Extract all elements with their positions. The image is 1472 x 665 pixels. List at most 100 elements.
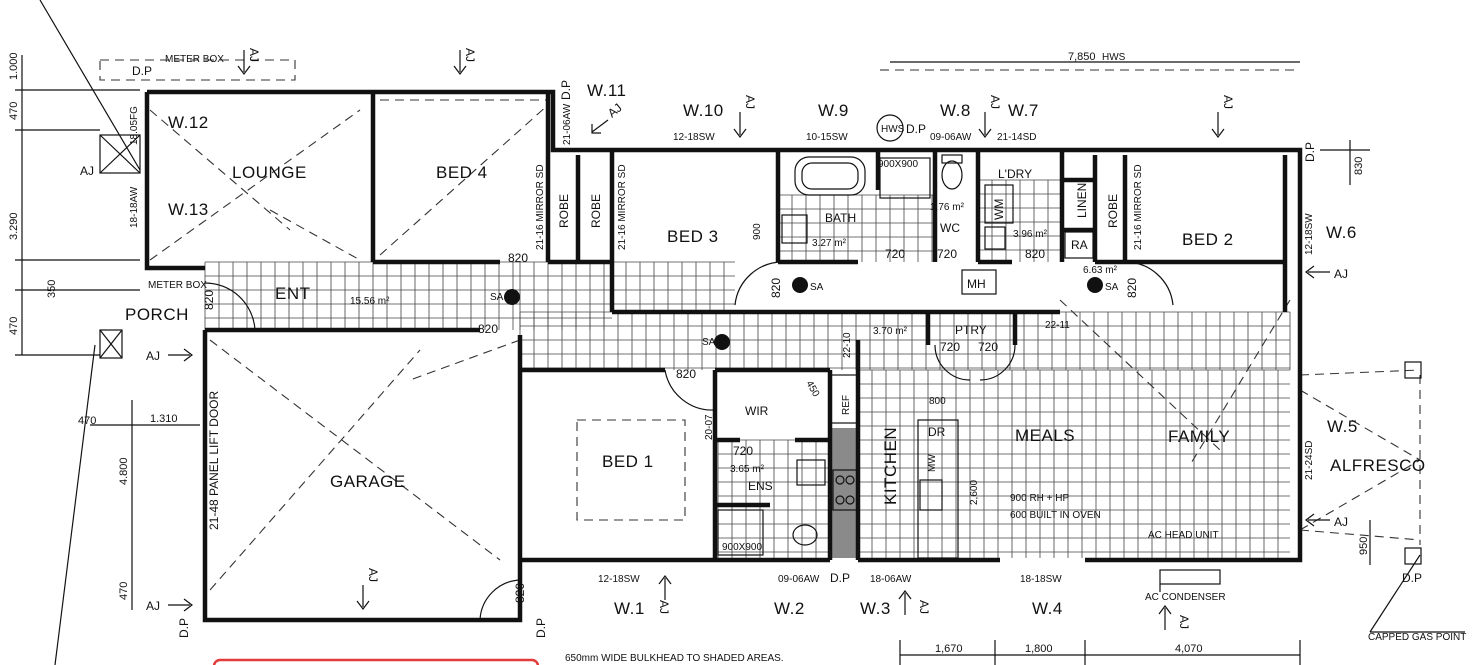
room-label-lounge: LOUNGE [232,163,307,182]
window-code-w7: 21-14SD [997,132,1036,143]
laundry-tub-icon [984,226,1006,250]
dim-porch-470: 470 [78,415,96,427]
label-robe-bed2: ROBE [1106,194,1120,228]
note-aj: AJ [1334,267,1348,281]
window-code-w12: 18.05FG [129,106,140,145]
note-sa: SA [810,282,824,293]
label-fridge: REF [841,395,852,415]
label-robe-bed3: ROBE [589,194,603,228]
annotations: METER BOX METER BOX D.P D.P D.P D.P D.P … [80,48,1466,664]
note-aj: AJ [605,101,625,121]
dim-left-3290: 3.290 [8,212,20,240]
washing-machine-icon [984,184,1014,224]
note-hws: HWS [881,124,905,135]
window-label-w13: W.13 [168,200,209,219]
dim-bottom-1670: 1,670 [935,643,963,655]
window-code-w3: 18-06AW [870,574,912,585]
window-code-w10: 12-18SW [673,132,715,143]
note-aj: AJ [146,349,160,363]
door-width: 720 [940,340,960,354]
window-label-w8: W.8 [940,101,971,120]
window-label-w7: W.7 [1008,101,1039,120]
label-dishwasher: DR [928,425,946,439]
window-code-robe3: 21-16 MIRROR SD [1133,164,1144,250]
note-aj: AJ [366,568,380,582]
window-code-robe2: 21-16 MIRROR SD [617,164,628,250]
room-label-laundry: L'DRY [998,167,1032,181]
sink-icon [919,479,943,511]
label-robe-bed4: ROBE [557,194,571,228]
smoke-alarm-icon [792,277,808,293]
note-sa: SA [1105,282,1119,293]
window-label-w4: W.4 [1032,599,1063,618]
note-ac-condenser: AC CONDENSER [1145,592,1226,603]
ens-vanity-icon [796,459,826,486]
room-label-wc: WC [940,221,960,235]
label-manhole: MH [967,277,986,291]
room-label-pantry: PTRY [955,323,987,337]
aj-arrows [168,50,1330,630]
window-codes: 18.05FG 18-18AW 21-06AW 12-18SW 10-15SW … [129,103,1315,585]
area-laundry: 3.96 m² [1013,229,1048,240]
note-dp: D.P [534,618,548,638]
area-hall: 3.70 m² [873,326,908,337]
tile-kitchen-meals-family [857,369,1290,558]
door-width: 820 [1125,278,1139,298]
note-aj: AJ [1334,515,1348,529]
room-label-wir: WIR [745,404,769,418]
wir-code: 20-07 [704,414,715,440]
window-label-w1: W.1 [614,599,645,618]
dim-left-1000: 1.000 [8,52,20,80]
dim-top-hws: HWS [1102,52,1126,63]
vanity-width: 900 [752,223,763,240]
window-label-w11: W.11 [587,81,626,100]
window-code-robe1: 21-16 MIRROR SD [535,164,546,250]
dim-bottom-4070: 4,070 [1175,643,1203,655]
window-code-w1: 12-18SW [598,574,640,585]
window-label-w5: W.5 [1327,417,1358,436]
window-labels: W.1 W.2 W.3 W.4 W.5 W.6 W.7 W.8 W.9 W.10… [168,81,1358,618]
note-dp: D.P [177,618,191,638]
vanity-icon [781,214,808,244]
dim-right-950: 950 [1358,537,1370,555]
note-dp: D.P [559,80,573,100]
dim-top-7850: 7,850 [1068,51,1096,63]
ac-condenser-icon [1159,569,1221,585]
area-ent: 15.56 m² [350,296,390,307]
note-sa: SA [702,337,716,348]
note-capped-gas-point: CAPPED GAS POINT [1368,632,1466,643]
note-aj: AJ [463,48,477,62]
dimension-labels: 1.000 470 3.290 350 470 470 1.310 4.800 … [8,51,1370,655]
label-linen: LINEN [1075,183,1089,218]
dim-shower-ens: 900X900 [722,542,762,553]
hot-water-system-icon [876,114,904,142]
area-wc: 1.76 m² [930,202,965,213]
door-width: 820 [769,278,783,298]
room-label-bed1: BED 1 [602,452,654,471]
window-label-w3: W.3 [860,599,891,618]
area-ens: 3.65 m² [730,464,765,475]
note-dp: D.P [906,122,926,136]
smoke-alarm-icon [1087,277,1103,293]
room-label-ent: ENT [275,284,311,303]
note-ac-head-unit: AC HEAD UNIT [1148,530,1219,541]
ens-toilet-icon [792,524,818,546]
window-code-w13: 18-18AW [129,186,140,228]
cooktop-icon [832,469,858,511]
note-oven: 900 RH + HP [1010,493,1070,504]
room-label-alfresco: ALFRESCO [1330,456,1426,475]
label-microwave: MW [927,454,938,472]
bathtub-icon [794,156,866,196]
door-width: 820 [202,290,216,310]
pantry-code: 22-11 [1045,320,1070,331]
door-width: 820 [676,367,696,381]
note-aj: AJ [247,48,261,62]
room-label-kitchen: KITCHEN [881,427,900,505]
highlight-box [212,658,540,665]
dim-left-470: 470 [8,102,20,120]
window-code-w4: 18-18SW [1020,574,1062,585]
label-washing-machine: WM [992,199,1006,220]
area-bath: 3.27 m² [812,238,847,249]
note-dp: D.P [1402,571,1422,585]
fridge-width: 450 [803,379,821,399]
